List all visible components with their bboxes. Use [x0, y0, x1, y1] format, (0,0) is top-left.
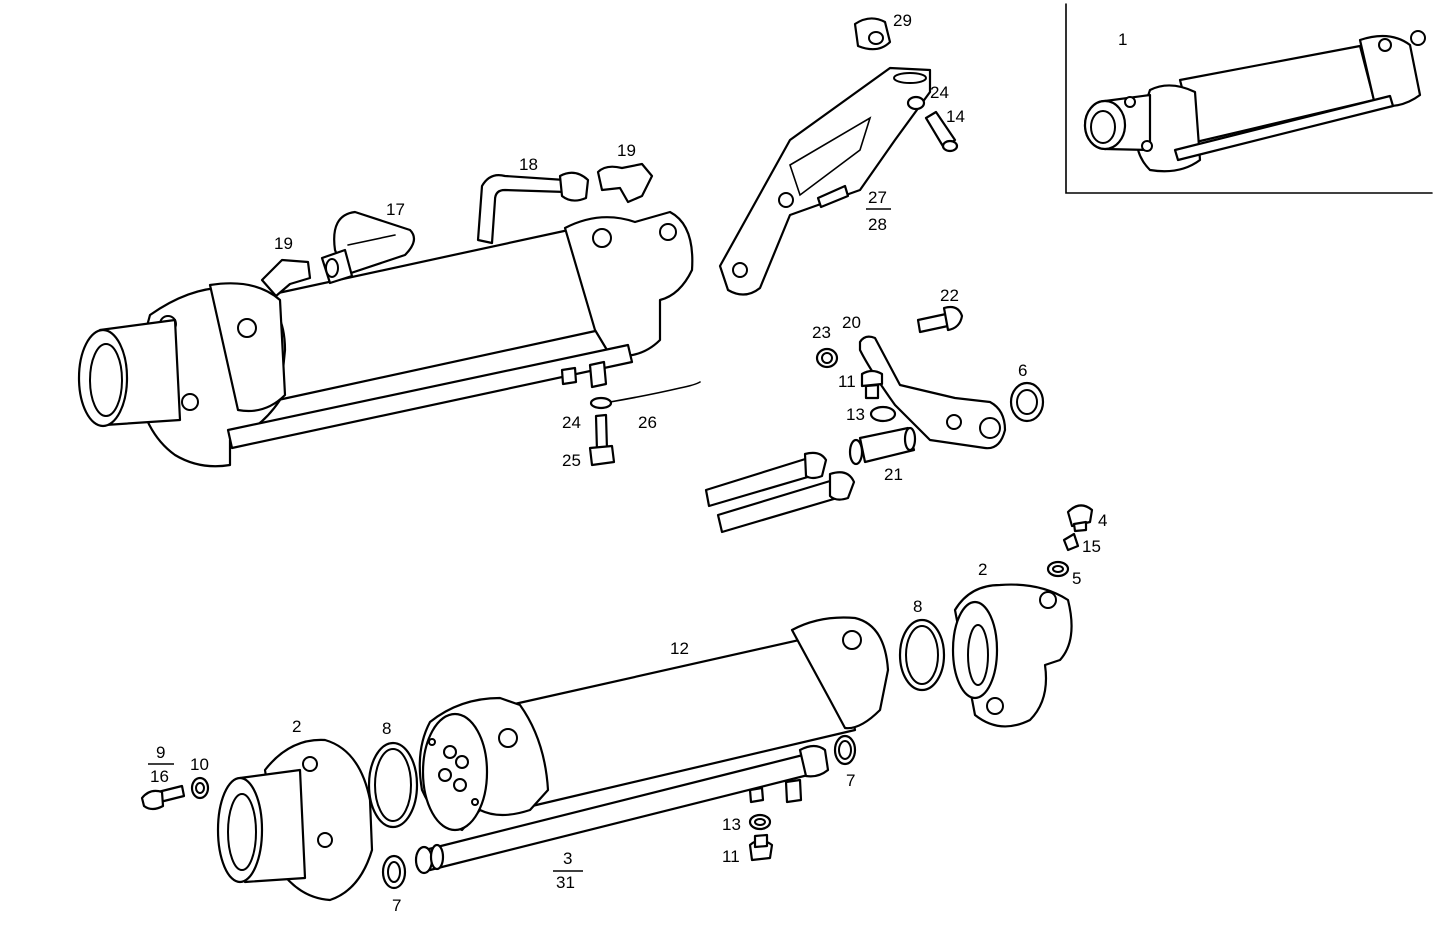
label-21: 21: [884, 465, 903, 484]
label-19-left: 19: [274, 234, 293, 253]
label-22: 22: [940, 286, 959, 305]
washer-24: [589, 396, 613, 410]
label-23: 23: [812, 323, 831, 342]
label-11-upper: 11: [838, 372, 856, 391]
label-29: 29: [893, 11, 912, 30]
label-27: 27: [868, 188, 887, 207]
label-24-lower: 24: [562, 413, 581, 432]
label-2-right: 2: [978, 560, 987, 579]
label-14: 14: [946, 107, 965, 126]
label-5: 5: [1072, 569, 1081, 588]
label-31: 31: [556, 873, 575, 892]
union-21: [858, 426, 916, 464]
washer-24-upper: [906, 95, 926, 111]
washer-15: [1062, 532, 1080, 552]
label-10: 10: [190, 755, 209, 774]
label-18: 18: [519, 155, 538, 174]
bolt-25: [588, 444, 616, 467]
bracket-27-28: [718, 17, 959, 296]
label-8-left: 8: [382, 719, 391, 738]
label-6: 6: [1018, 361, 1027, 380]
label-13-lower: 13: [722, 815, 741, 834]
washer-13-upper: [869, 405, 897, 423]
label-4: 4: [1098, 511, 1107, 530]
assembly-inset: [1065, 3, 1433, 194]
side-tube: [226, 343, 634, 450]
label-2-left: 2: [292, 717, 301, 736]
tube-bundle-12: [418, 616, 890, 832]
label-28: 28: [868, 215, 887, 234]
label-3: 3: [563, 849, 572, 868]
label-15: 15: [1082, 537, 1101, 556]
assembled-cooler: [77, 162, 701, 468]
bolt-14: [924, 110, 957, 150]
elbow-19-right: [596, 162, 654, 204]
label-26: 26: [638, 413, 657, 432]
label-25: 25: [562, 451, 581, 470]
label-20: 20: [842, 313, 861, 332]
wire-26: [609, 381, 701, 403]
label-24-upper: 24: [930, 83, 949, 102]
label-8-right: 8: [913, 597, 922, 616]
plug-11-upper: [860, 369, 884, 388]
label-7-right: 7: [846, 771, 855, 790]
bracket-20-group: [704, 305, 1045, 534]
right-cover: [563, 210, 694, 358]
bolt-4: [1066, 504, 1094, 528]
elbow-19-left: [260, 258, 312, 298]
label-11-lower: 11: [722, 847, 740, 866]
label-19-right: 19: [617, 141, 636, 160]
label-12: 12: [670, 639, 689, 658]
label-17: 17: [386, 200, 405, 219]
bolt-22: [942, 305, 964, 332]
label-7-left: 7: [392, 896, 401, 915]
side-tube-3: [414, 744, 830, 875]
shell-12: [508, 630, 857, 808]
label-9: 9: [156, 743, 165, 762]
label-13-upper: 13: [846, 405, 865, 424]
part-labels: 1 2 2 3 31 4 5 6 7 7 8 8 9 16 10 11 11 1…: [148, 11, 1127, 915]
inset-frame: [1065, 3, 1433, 194]
left-cover-2: [216, 738, 374, 902]
label-16: 16: [150, 767, 169, 786]
right-cover-group: [951, 504, 1094, 728]
pipe-17: [333, 210, 416, 277]
inset-cooler-assembly: [1083, 30, 1426, 173]
label-1: 1: [1118, 30, 1127, 49]
